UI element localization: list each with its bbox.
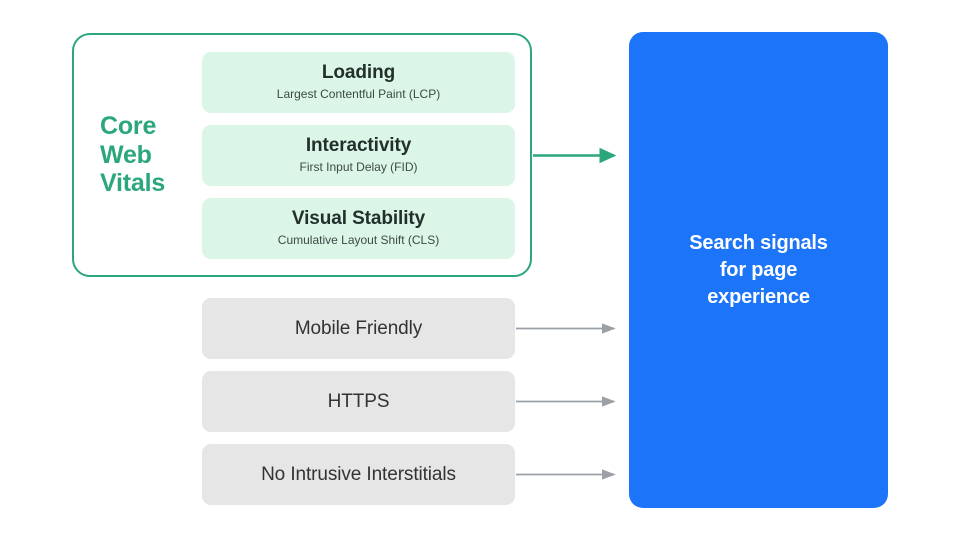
metric-card-loading[interactable]: Loading Largest Contentful Paint (LCP)	[202, 52, 515, 113]
core-web-vitals-label-line-1: Core	[100, 112, 157, 140]
metric-subtitle: Cumulative Layout Shift (CLS)	[277, 233, 440, 248]
metric-subtitle: First Input Delay (FID)	[299, 160, 418, 175]
metric-title: Loading	[321, 62, 396, 84]
signal-label: Mobile Friendly	[294, 317, 423, 339]
search-signals-title: Search signals for page experience	[665, 230, 851, 311]
search-signals-line-1: Search signals	[689, 231, 828, 254]
signal-box-no-intrusive-interstitials[interactable]: No Intrusive Interstitials	[202, 444, 515, 505]
search-signals-line-2: for page	[719, 258, 798, 281]
search-signals-line-3: experience	[707, 285, 810, 308]
signal-box-mobile-friendly[interactable]: Mobile Friendly	[202, 298, 515, 359]
search-signals-box[interactable]: Search signals for page experience	[629, 32, 888, 508]
signal-box-https[interactable]: HTTPS	[202, 371, 515, 432]
core-web-vitals-label-line-3: Vitals	[100, 169, 166, 197]
signal-label: No Intrusive Interstitials	[261, 463, 456, 485]
metric-subtitle: Largest Contentful Paint (LCP)	[276, 87, 441, 102]
core-web-vitals-container	[72, 33, 532, 277]
signal-label: HTTPS	[327, 390, 390, 412]
metric-title: Visual Stability	[291, 208, 426, 230]
core-web-vitals-label-line-2: Web	[100, 140, 152, 169]
metric-card-visual-stability[interactable]: Visual Stability Cumulative Layout Shift…	[202, 198, 515, 259]
metric-card-interactivity[interactable]: Interactivity First Input Delay (FID)	[202, 125, 515, 186]
metric-title: Interactivity	[305, 135, 412, 157]
core-web-vitals-label: Core Web Vitals	[100, 112, 196, 198]
